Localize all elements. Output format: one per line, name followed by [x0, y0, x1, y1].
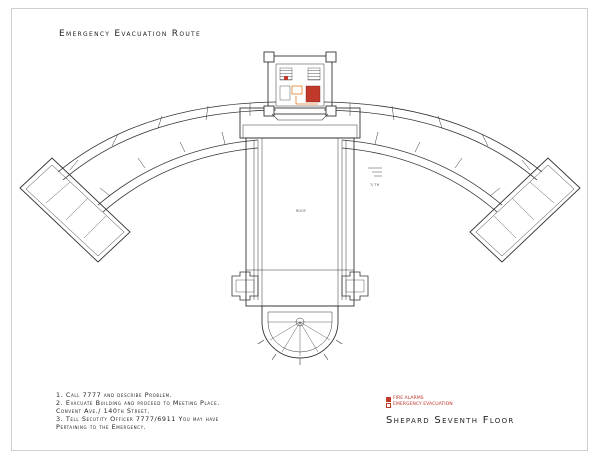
right-wing: [323, 101, 543, 213]
instruction-line: Pertaining to the Emergency.: [56, 423, 147, 432]
map-legend: FIRE ALARMS EMERGENCY EVACUATION: [386, 396, 453, 408]
evacuation-path: [295, 96, 318, 105]
left-wing: [57, 101, 277, 213]
fire-alarm-icon: [386, 396, 391, 402]
instruction-line: Convent Ave./ 140th Street.: [56, 407, 150, 416]
evacuation-instructions: 1. Call 7777 and describe Problem. 2. Ev…: [56, 391, 220, 431]
sheet-border: [11, 8, 588, 451]
svg-text:7/ TH: 7/ TH: [370, 183, 380, 187]
north-tower: [263, 51, 337, 121]
floor-name: Shepard Seventh Floor: [386, 415, 515, 426]
left-end-wing: [19, 157, 131, 263]
fire-alarm-marker: [284, 76, 288, 80]
legend-evacuation: EMERGENCY EVACUATION: [386, 402, 453, 408]
nave-label: ROOF: [296, 209, 306, 213]
instruction-line: 1. Call 7777 and describe Problem.: [56, 391, 173, 399]
evacuation-icon: [386, 402, 391, 408]
instruction-line: 3. Tell Secutity Officer 7777/6911 You m…: [56, 415, 219, 424]
evacuation-zone: [291, 85, 303, 95]
transept-right: [341, 271, 369, 301]
fire-alarm-zone: [305, 85, 321, 103]
evacuation-route: [284, 76, 321, 105]
legend-fire-alarm: FIRE ALARMS: [386, 396, 453, 402]
instruction-line: 2. Evacuate Building and proceed to Meet…: [56, 399, 220, 408]
side-note: 7/ TH: [368, 167, 382, 187]
transept-left: [231, 271, 259, 301]
map-title: Emergency Evacuation Route: [59, 29, 202, 39]
apse: [257, 305, 343, 365]
right-end-wing: [469, 157, 581, 263]
